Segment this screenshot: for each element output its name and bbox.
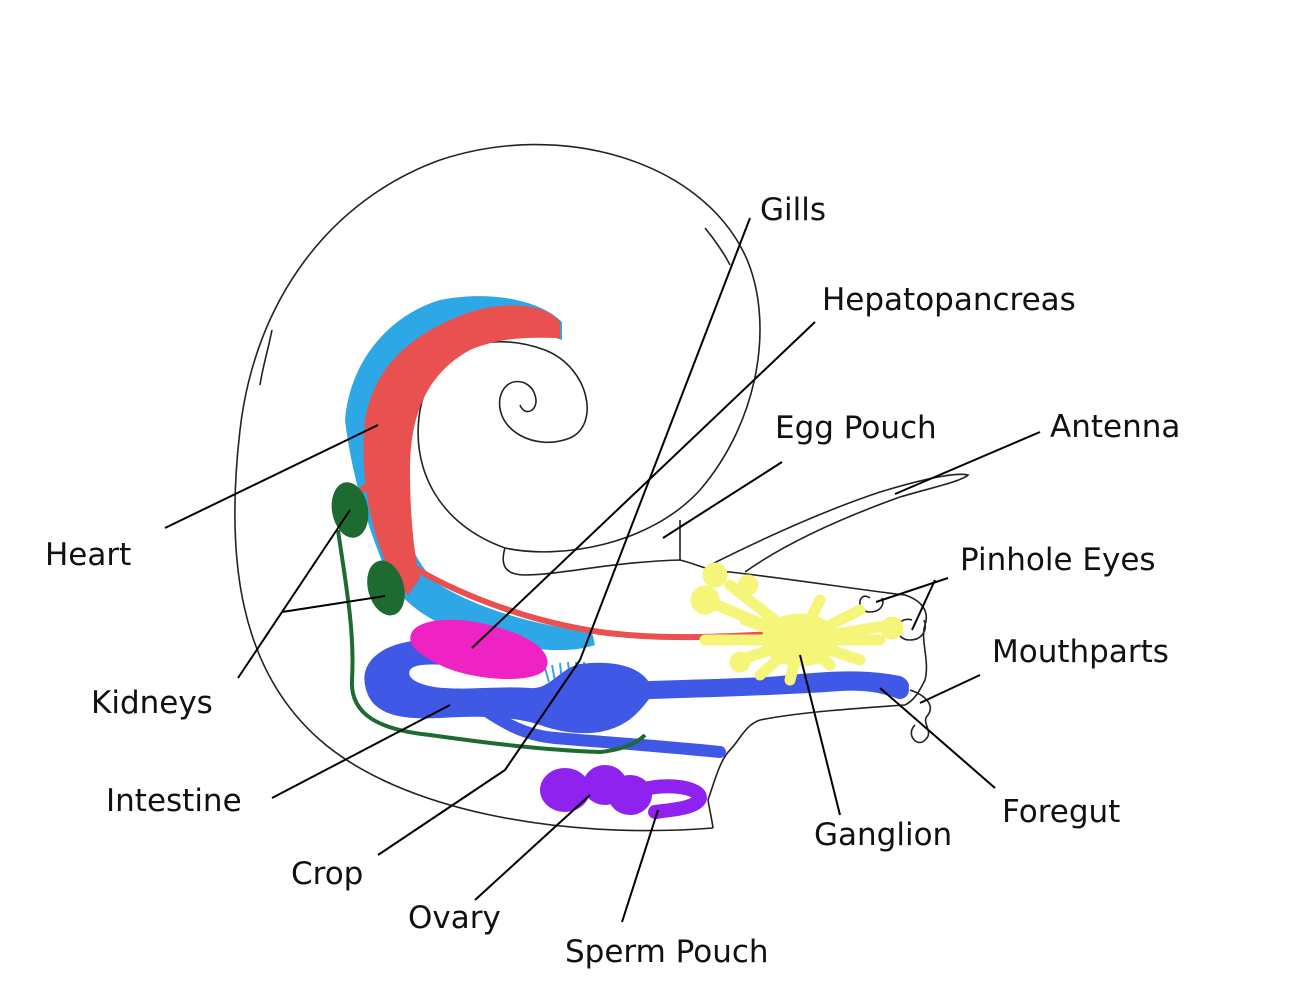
- leader-gills: [579, 217, 751, 661]
- label-sperm-pouch: Sperm Pouch: [565, 934, 769, 970]
- label-heart: Heart: [45, 537, 131, 573]
- label-hepatopancreas: Hepatopancreas: [822, 282, 1076, 318]
- label-egg-pouch: Egg Pouch: [775, 410, 937, 446]
- leader-sperm-pouch: [621, 809, 659, 923]
- label-gills: Gills: [760, 192, 826, 228]
- label-kidneys: Kidneys: [91, 685, 213, 721]
- heart-shape: [363, 305, 560, 595]
- leader-foregut: [879, 687, 996, 789]
- label-pinhole-eyes: Pinhole Eyes: [960, 542, 1156, 578]
- intestine-loop: [464, 694, 726, 758]
- leader-pinhole-eyes-upper: [875, 577, 949, 603]
- leader-mouthparts: [919, 674, 981, 704]
- eye-upper: [859, 595, 884, 613]
- leader-heart: [164, 424, 379, 529]
- leader-intestine: [271, 704, 451, 799]
- label-crop: Crop: [291, 856, 363, 892]
- kidney-duct: [336, 529, 647, 755]
- leader-antenna: [894, 431, 1041, 495]
- intestine-shape: [364, 640, 909, 734]
- leader-kidneys-upper: [237, 509, 351, 679]
- leader-hepatopancreas: [471, 321, 816, 649]
- label-antenna: Antenna: [1050, 409, 1180, 445]
- body-outline: [502, 547, 928, 706]
- shell-outline: [234, 143, 761, 832]
- sperm-pouch-shape: [633, 779, 708, 819]
- label-ganglion: Ganglion: [814, 817, 952, 853]
- foregut-shape: [641, 672, 909, 699]
- leader-gills-crop: [504, 659, 581, 771]
- ganglion-shape: [690, 562, 904, 686]
- shell-suture-right: [704, 227, 731, 266]
- leader-pinhole-eyes-lower: [911, 579, 936, 631]
- kidney-lower: [367, 560, 405, 616]
- leader-ganglion: [799, 654, 841, 816]
- body-underside: [707, 704, 906, 829]
- label-intestine: Intestine: [106, 783, 242, 819]
- label-foregut: Foregut: [1002, 794, 1120, 830]
- shell-suture-left: [259, 329, 273, 386]
- label-mouthparts: Mouthparts: [992, 634, 1169, 670]
- leader-ovary: [474, 794, 591, 901]
- leader-crop: [377, 769, 506, 856]
- label-ovary: Ovary: [408, 900, 501, 936]
- antenna: [709, 473, 970, 573]
- shell-coil-inner: [417, 340, 588, 549]
- leader-kidneys-lower: [281, 595, 386, 613]
- hepatopancreas-shape: [410, 619, 548, 680]
- leader-egg-pouch: [662, 461, 783, 539]
